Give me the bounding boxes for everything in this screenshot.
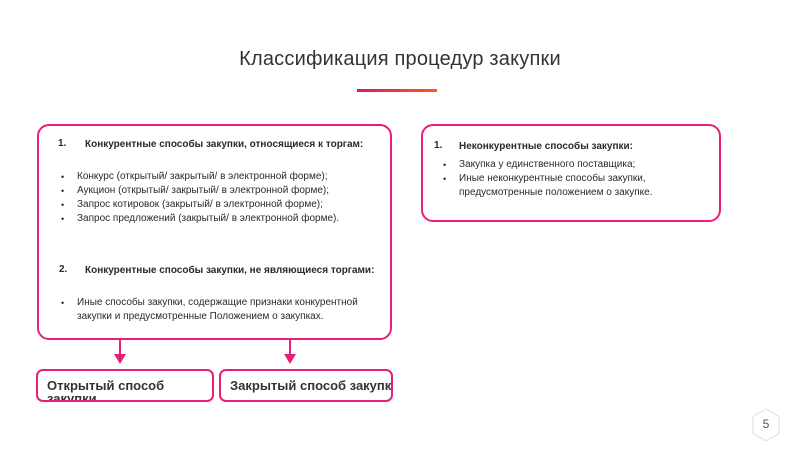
section2-list: Иные способы закупки, содержащие признак… — [59, 296, 384, 324]
open-method-label: Открытый способ закупки — [47, 378, 165, 402]
list-item: Закупка у единственного поставщика; — [441, 158, 711, 172]
list-item: Аукцион (открытый/ закрытый/ в электронн… — [59, 184, 379, 198]
list-item: Иные неконкурентные способы закупки, пре… — [441, 172, 711, 200]
noncompetitive-methods-box: 1. Неконкурентные способы закупки: Закуп… — [421, 124, 721, 222]
section1-heading: Конкурентные способы закупки, относящиес… — [85, 139, 364, 150]
section2-heading: Конкурентные способы закупки, не являющи… — [85, 265, 375, 276]
list-item: Иные способы закупки, содержащие признак… — [59, 296, 384, 324]
list-item: Запрос предложений (закрытый/ в электрон… — [59, 212, 379, 226]
section2-number: 2. — [59, 264, 68, 275]
competitive-methods-box: 1. Конкурентные способы закупки, относящ… — [37, 124, 392, 340]
section1-list: Конкурс (открытый/ закрытый/ в электронн… — [59, 170, 379, 226]
closed-method-box: Закрытый способ закупки — [219, 369, 393, 402]
page-title: Классификация процедур закупки — [239, 48, 561, 70]
arrow-down-icon — [284, 340, 296, 364]
right-section-list: Закупка у единственного поставщика; Иные… — [441, 158, 711, 200]
section1-number: 1. — [58, 138, 67, 149]
hexagon-icon — [752, 408, 780, 442]
page-number: 5 — [762, 417, 770, 431]
list-item: Запрос котировок (закрытый/ в электронно… — [59, 198, 379, 212]
page-number-badge: 5 — [751, 408, 781, 442]
title-underline — [357, 89, 437, 92]
right-section-heading: Неконкурентные способы закупки: — [459, 141, 633, 152]
list-item: Конкурс (открытый/ закрытый/ в электронн… — [59, 170, 379, 184]
arrow-down-icon — [114, 340, 126, 364]
open-method-box: Открытый способ закупки — [36, 369, 214, 402]
closed-method-label: Закрытый способ закупки — [230, 378, 393, 393]
right-section-number: 1. — [434, 140, 443, 151]
